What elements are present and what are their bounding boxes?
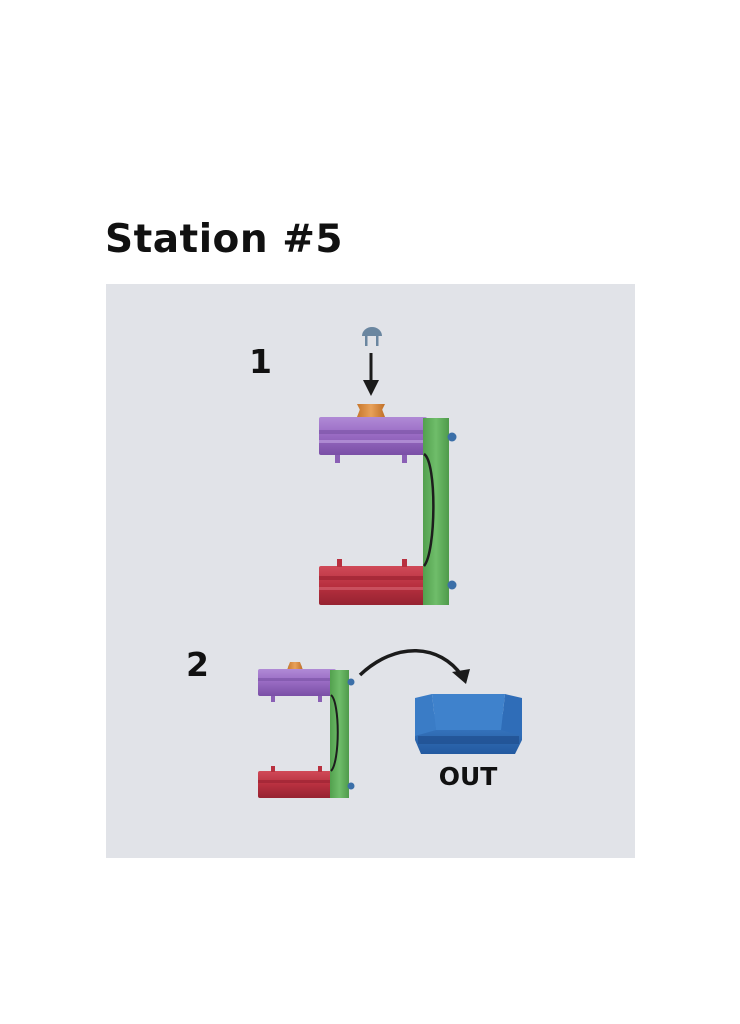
out-label: OUT bbox=[438, 762, 498, 791]
assembly-diagram bbox=[258, 327, 522, 798]
page-title: Station #5 bbox=[105, 217, 344, 262]
step-1-fixture bbox=[319, 404, 457, 605]
step-2-fixture bbox=[258, 662, 355, 798]
step-2-number: 2 bbox=[186, 645, 209, 684]
curved-arrow-icon bbox=[358, 649, 470, 684]
instruction-panel: 1 2 bbox=[106, 284, 635, 858]
down-arrow-icon bbox=[363, 353, 379, 396]
out-bin-icon bbox=[415, 694, 522, 754]
rivet-icon bbox=[362, 327, 382, 346]
step-1-number: 1 bbox=[249, 342, 272, 381]
